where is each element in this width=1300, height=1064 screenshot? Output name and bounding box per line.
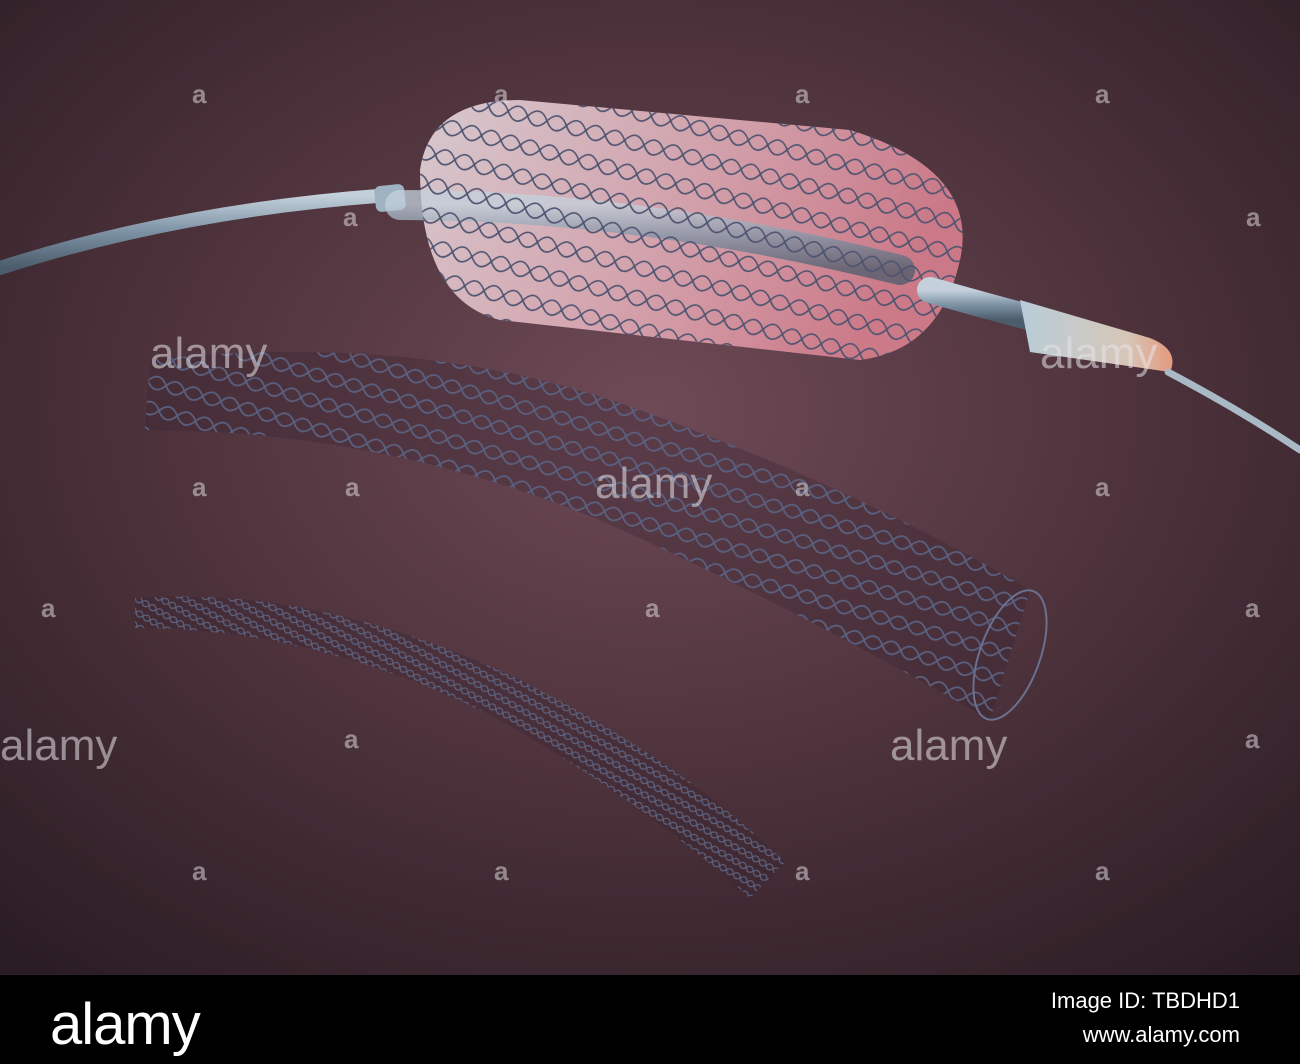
expanded-stent-mesh bbox=[420, 100, 963, 360]
svg-text:a: a bbox=[192, 856, 207, 886]
svg-text:a: a bbox=[795, 856, 810, 886]
footer-image-id: Image ID: TBDHD1 bbox=[1050, 988, 1240, 1013]
svg-text:a: a bbox=[192, 472, 207, 502]
svg-text:a: a bbox=[795, 472, 810, 502]
watermark-text: alamy bbox=[1040, 329, 1157, 378]
watermark-text: alamy bbox=[595, 459, 712, 508]
svg-text:a: a bbox=[192, 79, 207, 109]
svg-text:a: a bbox=[343, 202, 358, 232]
guidewire bbox=[1164, 368, 1300, 454]
svg-text:a: a bbox=[1095, 472, 1110, 502]
watermark-text: alamy bbox=[0, 721, 117, 770]
svg-text:a: a bbox=[1245, 724, 1260, 754]
footer-bar bbox=[0, 975, 1300, 1064]
svg-text:a: a bbox=[795, 79, 810, 109]
svg-text:a: a bbox=[345, 472, 360, 502]
svg-text:a: a bbox=[344, 724, 359, 754]
svg-text:a: a bbox=[41, 593, 56, 623]
watermark-text: alamy bbox=[890, 721, 1007, 770]
svg-text:a: a bbox=[1246, 202, 1261, 232]
svg-text:a: a bbox=[494, 79, 509, 109]
watermark-layer: alamy alamy alamy alamy alamy bbox=[0, 329, 1157, 770]
svg-text:a: a bbox=[1245, 593, 1260, 623]
watermark-logo-marks: a a a a a a a a a a a a a a a a a a a bbox=[41, 79, 1261, 886]
footer-site-link[interactable]: www.alamy.com bbox=[1082, 1022, 1240, 1047]
balloon-stent-assembly bbox=[385, 100, 963, 360]
watermark-text: alamy bbox=[150, 329, 267, 378]
svg-text:a: a bbox=[1095, 79, 1110, 109]
svg-text:a: a bbox=[645, 593, 660, 623]
svg-text:a: a bbox=[494, 856, 509, 886]
catheter-shaft bbox=[0, 188, 397, 275]
footer-brand-logo: alamy bbox=[50, 992, 201, 1057]
svg-text:a: a bbox=[1095, 856, 1110, 886]
catheter-tip bbox=[1020, 300, 1173, 372]
